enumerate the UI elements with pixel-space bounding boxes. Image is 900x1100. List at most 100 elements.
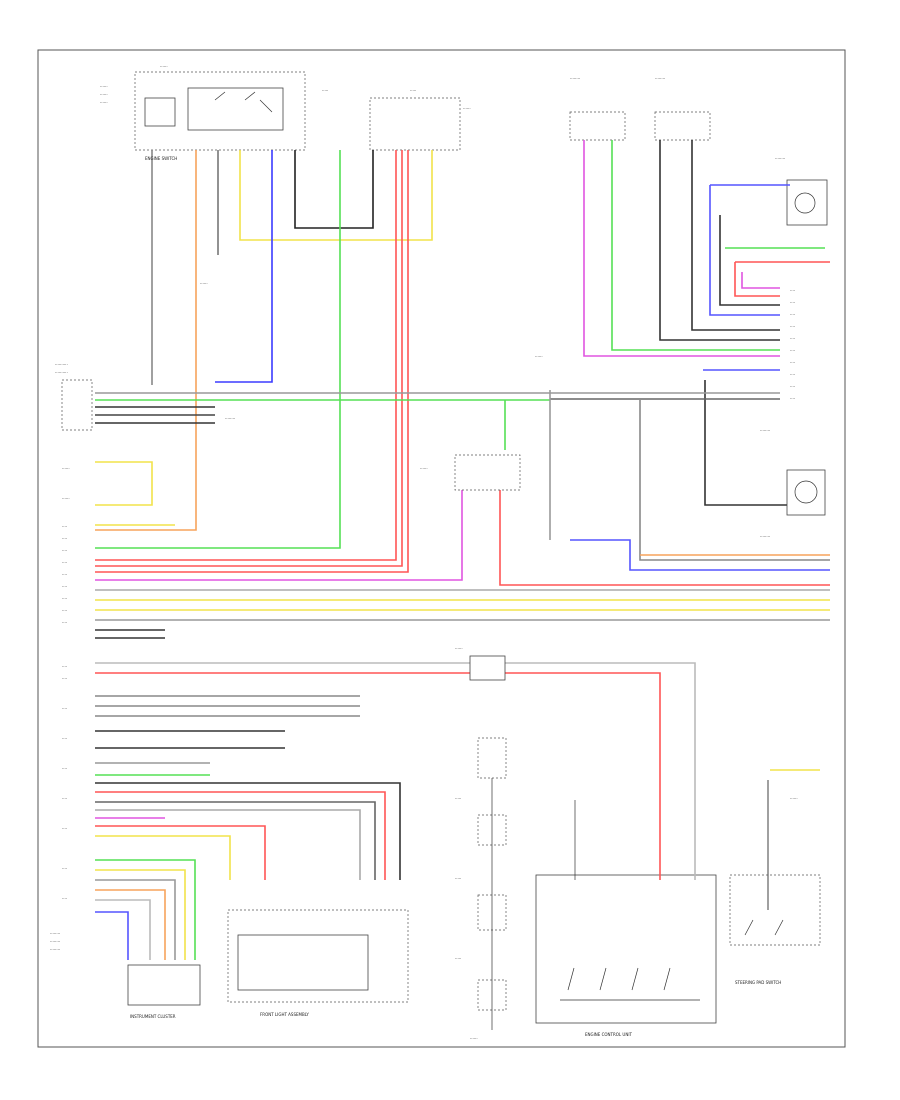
steering-pad-box xyxy=(729,874,821,946)
wire-blue xyxy=(215,150,273,383)
left-pin-column: ···· ···· ···· ···· ···· ···· ···· ···· … xyxy=(50,524,67,952)
pin-label: ···· xyxy=(62,608,67,613)
component-label: ······ xyxy=(62,466,70,471)
lower-left-lines xyxy=(95,662,820,960)
ecu-side-label: ········ xyxy=(50,931,60,936)
sensor-box-1 xyxy=(569,111,626,141)
right-mid-circle xyxy=(794,480,818,504)
cluster-caption: INSTRUMENT CLUSTER xyxy=(130,1014,176,1019)
sensor-label-2: ········ xyxy=(655,76,665,81)
bus-yellow-small xyxy=(95,461,153,506)
pin-label: ···· xyxy=(790,300,795,305)
wire-red-3 xyxy=(95,150,409,573)
line-magenta-a xyxy=(95,490,463,581)
relay-switch-symbol xyxy=(214,91,273,113)
pin-label: ···· xyxy=(62,826,67,831)
pin-label: ···· xyxy=(790,372,795,377)
diagram-frame xyxy=(37,49,846,1048)
line-black-e xyxy=(95,782,401,880)
component-label: ······ xyxy=(200,281,208,286)
line-gray-j xyxy=(95,801,376,880)
pin-label: ···· xyxy=(790,288,795,293)
relay-label-top: ······ xyxy=(160,64,168,69)
pin-label: ···· xyxy=(62,548,67,553)
pin-label: ···· xyxy=(62,676,67,681)
pin-label: ···· xyxy=(790,324,795,329)
line-red-a xyxy=(499,490,830,586)
splice-label: ······ xyxy=(420,466,428,471)
component-label: ······ xyxy=(62,496,70,501)
pin-label: ···· xyxy=(790,384,795,389)
relay-label-left: ······ xyxy=(100,84,108,89)
pin-label: ···· xyxy=(790,396,795,401)
wire-green-1 xyxy=(95,150,341,549)
line-green-c xyxy=(95,859,196,960)
bus-mid xyxy=(95,392,780,506)
line-yellow-d xyxy=(95,835,231,880)
steering-label: ······ xyxy=(790,796,798,801)
ecu-switch-symbols xyxy=(560,967,700,1001)
relay-box-inner xyxy=(187,87,284,131)
right-pin-column: ···· ···· ···· ···· ···· ···· ···· ···· … xyxy=(790,288,795,401)
ecu-side-label: ········ xyxy=(50,947,60,952)
pin-label: ···· xyxy=(62,766,67,771)
wire-red-1 xyxy=(95,150,397,561)
mid-connector xyxy=(469,655,506,681)
wire-black-r4 xyxy=(704,380,787,506)
ecu-connector-lines xyxy=(95,390,830,639)
wire-yellow-1 xyxy=(239,150,433,241)
wire-orange xyxy=(95,150,197,531)
wire-magenta-r2 xyxy=(741,272,780,289)
pin-label: ···· xyxy=(62,706,67,711)
pin-label: ···· xyxy=(62,664,67,669)
wire-black-r3 xyxy=(719,215,780,306)
top-mid-fuse-group: ····· ····· ······ xyxy=(322,88,471,151)
relay-box-outer xyxy=(134,71,306,151)
line-blue-a xyxy=(570,539,830,571)
mid-lower-stack: ····· ····· ····· ······ xyxy=(455,737,507,1041)
pin-label: ···· xyxy=(62,524,67,529)
line-yellow-e xyxy=(95,869,186,960)
line-gray-e xyxy=(505,662,696,800)
line-gray-m xyxy=(95,899,151,960)
relay-label-left3: ······ xyxy=(100,100,108,105)
pin-label: ···· xyxy=(790,348,795,353)
pin-label: ···· xyxy=(790,312,795,317)
line-red-c xyxy=(95,791,386,880)
front-light-box xyxy=(227,909,409,1003)
pin-label: ···· xyxy=(62,866,67,871)
right-mid-box xyxy=(786,469,826,516)
steering-pad-symbol xyxy=(744,919,784,936)
stack-label: ····· xyxy=(455,876,461,881)
instrument-cluster: INSTRUMENT CLUSTER xyxy=(127,964,201,1019)
line-orange-b xyxy=(95,889,166,960)
pin-label: ···· xyxy=(62,796,67,801)
line-red-d xyxy=(95,825,266,880)
component-label: ·········· xyxy=(55,362,68,367)
ecu-box xyxy=(535,874,717,1024)
top-right-sensors: ········ ········ ········ xyxy=(569,76,828,226)
sensor-label: ········ xyxy=(760,534,770,539)
splice-label: ······ xyxy=(455,646,463,651)
cluster-connector xyxy=(127,964,201,1006)
wire-black-1 xyxy=(294,150,374,229)
wire-green-r xyxy=(611,140,780,351)
steering-caption: STEERING PAD SWITCH xyxy=(735,980,781,985)
sensor-box-2 xyxy=(654,111,711,141)
pin-label: ···· xyxy=(790,360,795,365)
pin-label: ···· xyxy=(62,736,67,741)
wire-blue-r xyxy=(709,184,790,316)
wires-top-left xyxy=(95,150,433,573)
sensor-label: ········ xyxy=(760,428,770,433)
fuse-label-2: ····· xyxy=(410,88,416,93)
component-label: ·········· xyxy=(55,370,68,375)
sensor-label-1: ········ xyxy=(570,76,580,81)
fuse-label-1: ····· xyxy=(322,88,328,93)
wire-red-2 xyxy=(95,150,403,567)
front-light-assembly: FRONT LIGHT ASSEMBLY xyxy=(227,909,409,1017)
fuse-box-mid xyxy=(369,97,461,151)
line-blue-b xyxy=(95,911,129,960)
steering-pad-switch: ······ STEERING PAD SWITCH xyxy=(729,796,821,985)
wires-right xyxy=(583,140,830,561)
